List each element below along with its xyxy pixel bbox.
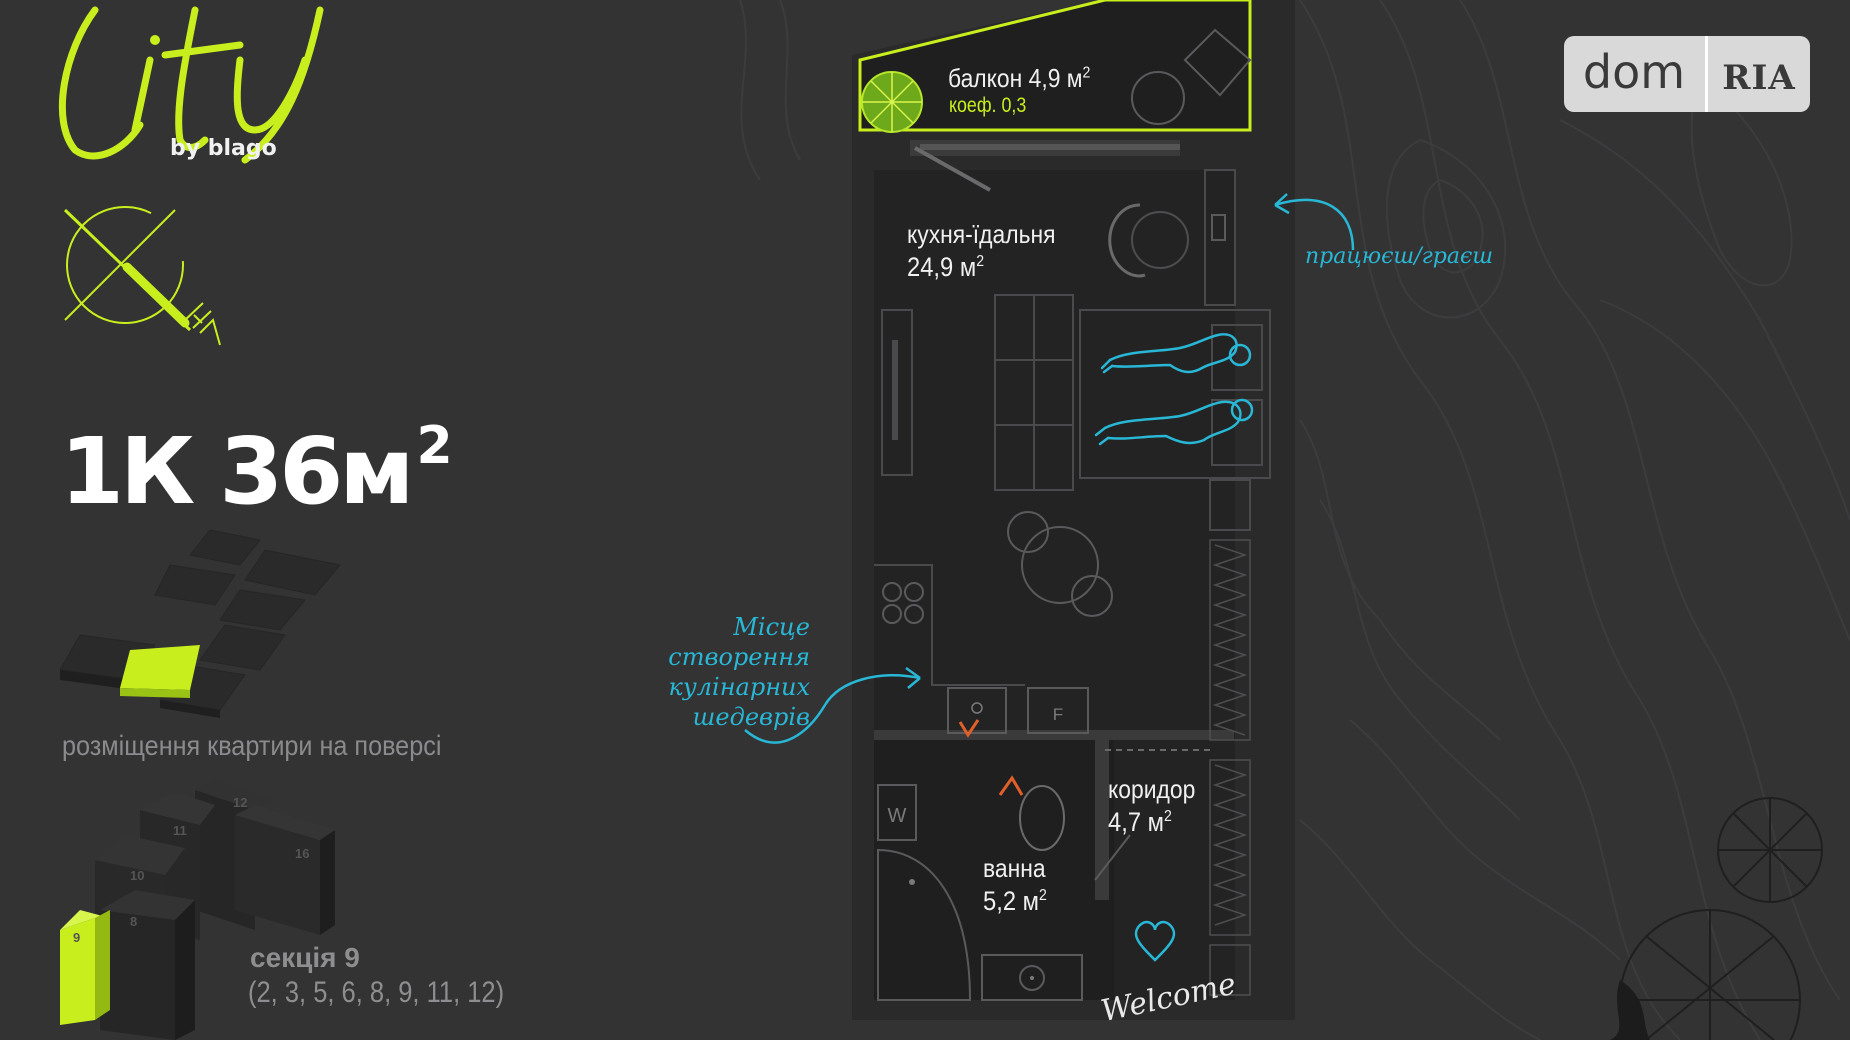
room-kitchen-label: кухня-їдальня 24,9 м2: [907, 218, 1056, 284]
section-floors: (2, 3, 5, 6, 8, 9, 11, 12): [248, 976, 505, 1009]
floor-placement-map: [60, 529, 341, 718]
floor-placement-caption: розміщення квартири на поверсі: [62, 730, 442, 761]
work-play-note: працюєш/граєш: [1305, 244, 1494, 269]
block-number: 12: [233, 795, 247, 810]
kitchen-name: кухня-їдальня: [907, 219, 1056, 249]
watermark-dom: dom: [1582, 45, 1686, 99]
dom-ria-watermark: dom RIA: [1564, 36, 1810, 112]
city-logo: [58, 6, 324, 164]
bath-area: 5,2 м2: [983, 885, 1047, 916]
bath-name: ванна: [983, 853, 1046, 883]
room-bath-label: ванна 5,2 м2: [983, 852, 1047, 918]
kitchen-note: Місце створення кулінарних шедеврів: [668, 613, 810, 731]
room-corridor-label: коридор 4,7 м2: [1108, 773, 1195, 839]
fridge-label: F: [1053, 705, 1063, 724]
section-title: секція 9: [250, 942, 360, 973]
kitchen-note-arrow: [744, 666, 921, 744]
watermark-separator: [1705, 36, 1708, 112]
compass-icon: [63, 206, 221, 346]
corridor-area: 4,7 м2: [1108, 806, 1172, 837]
kitchen-area: 24,9 м2: [907, 251, 985, 282]
block-number: 10: [130, 868, 144, 883]
floor-plan: F W: [852, 0, 1295, 1020]
balcony-coefficient: коеф. 0,3: [949, 94, 1027, 117]
work-note-arrow: [1274, 193, 1355, 251]
washer-label: W: [888, 805, 907, 827]
corridor-name: коридор: [1108, 774, 1196, 804]
block-number: 8: [130, 914, 137, 929]
logo-subtitle: by blago: [170, 136, 277, 161]
block-number: 9: [73, 930, 80, 945]
room-balcony-label: балкон 4,9 м2: [948, 63, 1091, 93]
block-number: 16: [295, 846, 309, 861]
section-building-diagram: 12 11 16 10 8 9: [60, 780, 335, 1040]
block-number: 11: [173, 823, 187, 838]
watermark-ria: RIA: [1722, 58, 1796, 98]
